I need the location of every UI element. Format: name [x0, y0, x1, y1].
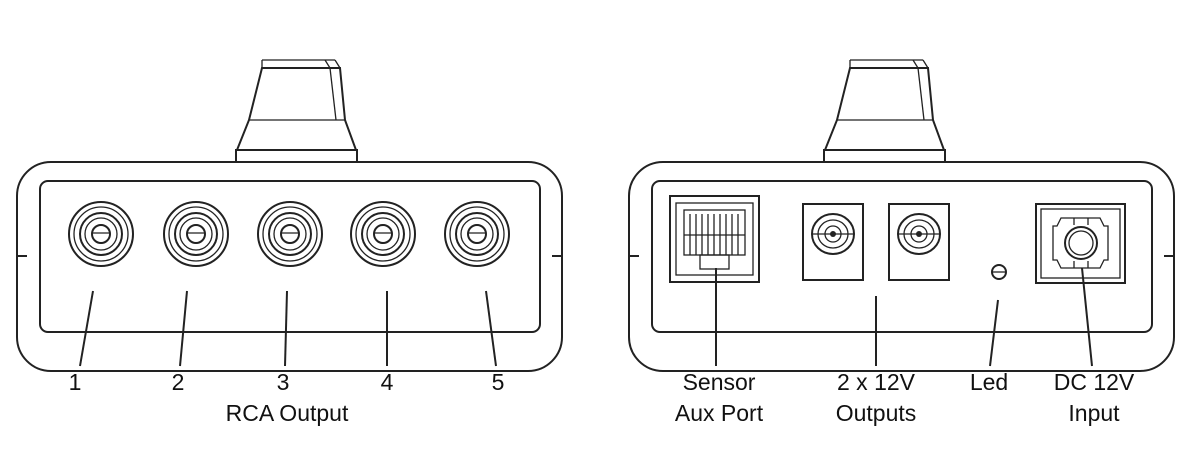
- rca-jack-3: [257, 201, 323, 267]
- port-number-1: 1: [69, 369, 82, 395]
- outputs-label-line1: 2 x 12V: [837, 369, 916, 395]
- dc-output-jack-2: [888, 203, 950, 281]
- port-number-4: 4: [381, 369, 394, 395]
- rca-jack-2: [163, 201, 229, 267]
- port-number-5: 5: [492, 369, 505, 395]
- rca-jack-1: [68, 201, 134, 267]
- dc-input-jack: [1035, 203, 1126, 284]
- rca-jack-4: [350, 201, 416, 267]
- leader-line-5: [485, 290, 497, 367]
- rca-output-label: RCA Output: [226, 400, 349, 426]
- leader-line-dc-input: [1081, 267, 1093, 367]
- leader-line-2: [179, 290, 188, 367]
- led-indicator: [991, 264, 1007, 280]
- port-number-2: 2: [172, 369, 185, 395]
- sensor-label-line2: Aux Port: [675, 400, 764, 426]
- front-view-device: 1 2 3 4 5 RCA Output: [16, 59, 563, 426]
- dc-input-label-line2: Input: [1068, 400, 1120, 426]
- dc-output-jack-1: [802, 203, 864, 281]
- knob-rear: [823, 59, 946, 163]
- sensor-aux-port: [669, 195, 760, 283]
- led-label: Led: [970, 369, 1008, 395]
- knob-front: [235, 59, 358, 163]
- housing-rear-outer: [628, 161, 1175, 372]
- sensor-label-line1: Sensor: [683, 369, 756, 395]
- housing-front-outer: [16, 161, 563, 372]
- panel-rear: [651, 180, 1153, 333]
- outputs-label-line2: Outputs: [836, 400, 917, 426]
- leader-line-1: [79, 290, 94, 367]
- rca-jack-5: [444, 201, 510, 267]
- leader-line-led: [989, 299, 999, 367]
- dc-input-label-line1: DC 12V: [1054, 369, 1135, 395]
- panel-front: [39, 180, 541, 333]
- rear-view-device: Sensor Aux Port 2 x 12V Outputs Led DC 1…: [628, 59, 1175, 426]
- port-number-3: 3: [277, 369, 290, 395]
- leader-line-3: [284, 290, 288, 367]
